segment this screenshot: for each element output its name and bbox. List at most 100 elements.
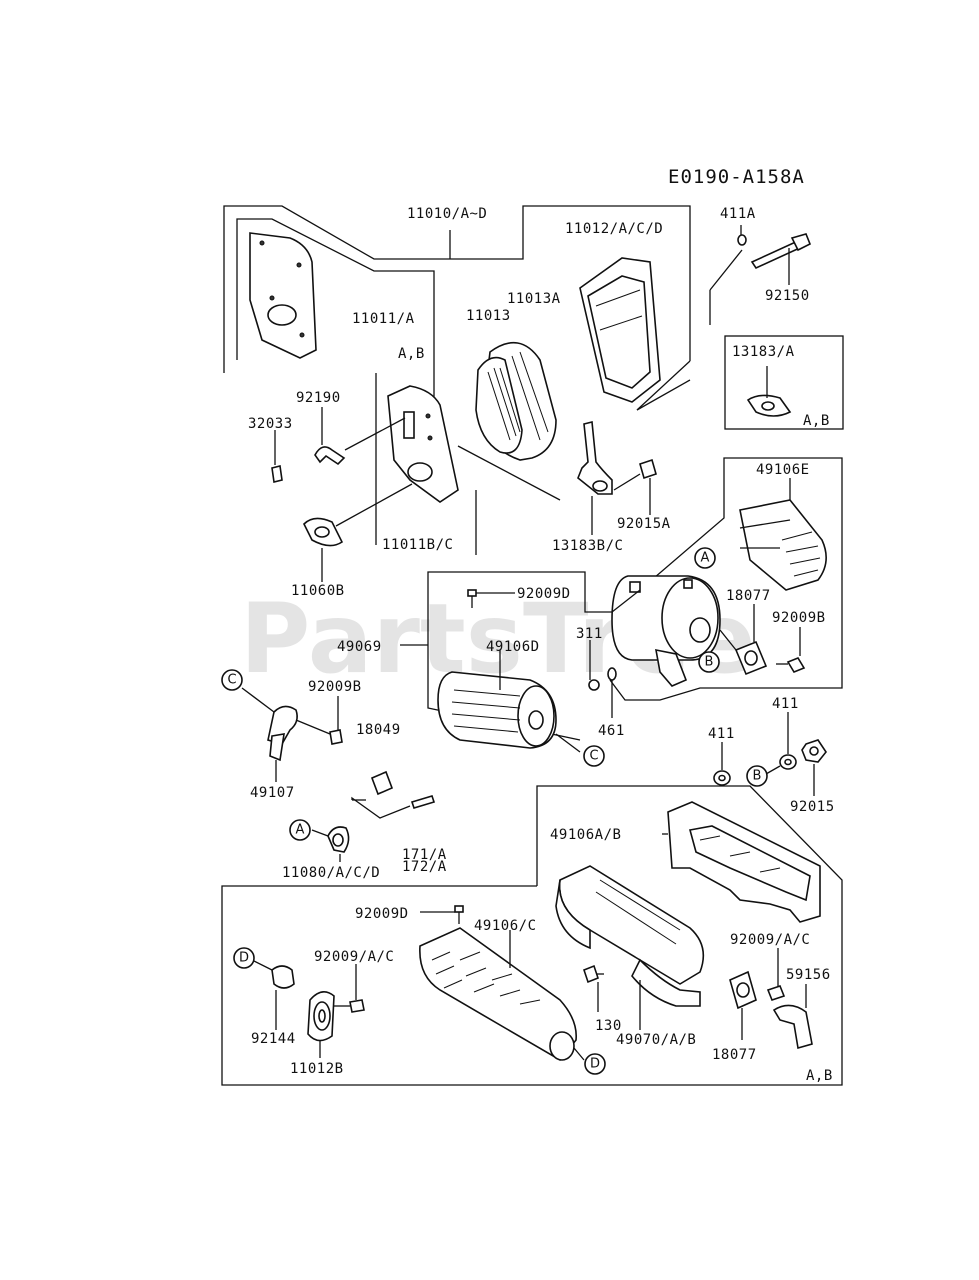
label-411-right: 411 xyxy=(772,696,799,712)
nut-92015 xyxy=(765,739,827,796)
label-11011a-ab: A,B xyxy=(398,346,425,362)
bottom-group-frame xyxy=(221,785,843,1086)
callout-b-right: B xyxy=(746,765,768,787)
heat-shield-49106e xyxy=(739,478,827,591)
svg-text:A: A xyxy=(701,551,710,566)
label-130: 130 xyxy=(595,1018,622,1034)
bracket-13183bc xyxy=(457,420,657,535)
bolt-130 xyxy=(583,964,604,1012)
air-cleaner-base-11011a xyxy=(249,232,317,359)
callout-d-left: D xyxy=(233,947,255,969)
label-411-left: 411 xyxy=(708,726,735,742)
svg-text:C: C xyxy=(227,673,236,688)
gasket-11080 xyxy=(311,826,350,862)
bracket-49107 xyxy=(241,687,331,782)
gasket-11060b xyxy=(303,483,413,582)
label-49070ab: 49070/A/B xyxy=(616,1032,696,1048)
label-49106e: 49106E xyxy=(756,462,810,478)
label-49106ab: 49106A/B xyxy=(550,827,621,843)
label-172a: 172/A xyxy=(402,859,447,875)
bolt-92009d-bottom xyxy=(420,905,464,924)
label-18077-top: 18077 xyxy=(726,588,771,604)
heat-shield-frame-49106e xyxy=(609,457,843,701)
bolt-92009ac-left xyxy=(334,964,365,1013)
svg-text:D: D xyxy=(590,1057,600,1072)
label-ab-bottom: A,B xyxy=(806,1068,833,1084)
label-13183a: 13183/A xyxy=(732,344,795,360)
label-18077-bottom: 18077 xyxy=(712,1047,757,1063)
air-filter-element xyxy=(475,341,557,461)
label-11013a: 11013A xyxy=(507,291,561,307)
label-18049: 18049 xyxy=(356,722,401,738)
label-11080: 11080/A/C/D xyxy=(282,865,380,881)
bolt-92150 xyxy=(709,225,812,325)
flange-11012b xyxy=(307,991,335,1058)
label-11010: 11010/A~D xyxy=(407,206,487,222)
air-cleaner-base-11011bc xyxy=(387,385,459,503)
air-cleaner-cover-11012 xyxy=(579,257,661,403)
bolt-92009b-right xyxy=(776,627,806,673)
callout-d-bottom: D xyxy=(584,1053,606,1075)
label-171a: 171/A xyxy=(402,847,447,863)
label-11012b: 11012B xyxy=(290,1061,344,1077)
bolt-92009d-top xyxy=(467,589,515,608)
label-11012: 11012/A/C/D xyxy=(565,221,663,237)
clamp-92144 xyxy=(251,959,295,1030)
heat-shield-49106ab xyxy=(662,801,821,923)
callout-a-left: A xyxy=(289,819,311,841)
label-11011a: 11011/A xyxy=(352,311,415,327)
nut-311 xyxy=(588,640,600,691)
svg-text:A: A xyxy=(296,823,305,838)
label-49107: 49107 xyxy=(250,785,295,801)
label-13183bc: 13183B/C xyxy=(552,538,623,554)
label-92009d-top: 92009D xyxy=(517,586,571,602)
bolt-92009b-left xyxy=(329,696,343,745)
diagram-code: E0190-A158A xyxy=(668,166,805,188)
label-461: 461 xyxy=(598,723,625,739)
washer-411-left xyxy=(713,742,731,786)
label-92015a: 92015A xyxy=(617,516,671,532)
washer-461 xyxy=(607,667,617,718)
gasket-13183a-box xyxy=(724,335,844,430)
label-92009ac-left: 92009/A/C xyxy=(314,949,394,965)
svg-text:B: B xyxy=(753,769,762,784)
label-49106c: 49106/C xyxy=(474,918,537,934)
air-cleaner-frame xyxy=(223,205,691,494)
label-92009d-bottom: 92009D xyxy=(355,906,409,922)
stud-171a xyxy=(351,770,436,819)
label-11013: 11013 xyxy=(466,308,511,324)
label-13183a-ab: A,B xyxy=(803,413,830,429)
label-92009b-left: 92009B xyxy=(308,679,362,695)
label-11060b: 11060B xyxy=(291,583,345,599)
muffler-cover-49106c xyxy=(419,927,585,1062)
svg-text:C: C xyxy=(589,749,598,764)
label-92009ac-right: 92009/A/C xyxy=(730,932,810,948)
label-92009b-right: 92009B xyxy=(772,610,826,626)
callout-a-top: A xyxy=(694,547,716,569)
pipe-59156 xyxy=(772,984,813,1050)
svg-text:B: B xyxy=(705,655,714,670)
label-92015: 92015 xyxy=(790,799,835,815)
label-311: 311 xyxy=(576,626,603,642)
bolt-92009ac-right xyxy=(766,948,786,1001)
muffler-cover-49106d xyxy=(437,650,581,753)
label-92190: 92190 xyxy=(296,390,341,406)
muffler-body xyxy=(611,575,721,687)
label-49106d: 49106D xyxy=(486,639,540,655)
label-32033: 32033 xyxy=(248,416,293,432)
tube-92190 xyxy=(314,407,406,466)
pin-32033 xyxy=(271,430,283,483)
muffler-49070 xyxy=(555,865,705,1030)
label-59156: 59156 xyxy=(786,967,831,983)
flange-18077-bottom xyxy=(729,970,757,1040)
flange-18077-top xyxy=(719,604,768,676)
label-49069: 49069 xyxy=(337,639,382,655)
callout-c-left: C xyxy=(221,669,243,691)
callout-b-mid: B xyxy=(698,651,720,673)
label-411a: 411A xyxy=(720,206,756,222)
label-92150: 92150 xyxy=(765,288,810,304)
washer-411-right xyxy=(779,712,797,770)
callout-c-mid: C xyxy=(583,745,605,767)
label-92144: 92144 xyxy=(251,1031,296,1047)
